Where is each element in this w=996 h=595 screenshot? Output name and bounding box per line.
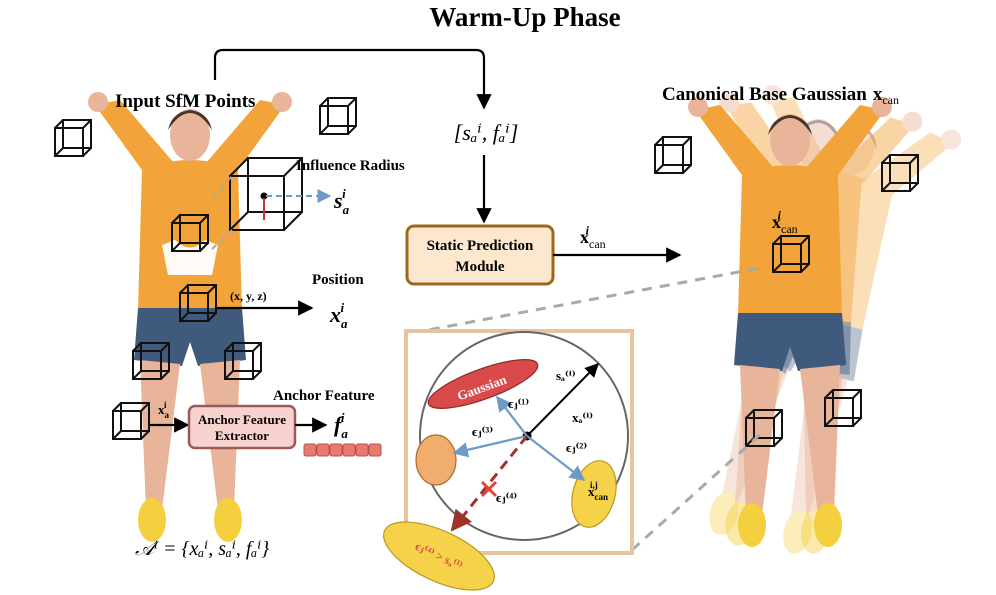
eps3-label: ϵⱼ⁽³⁾ [472, 424, 493, 439]
x-a-i-symbol: xai [329, 300, 348, 331]
anchor-feature-extractor-box [187, 404, 297, 450]
input-sfm-heading: Input SfM Points [115, 91, 255, 112]
influence-circle [419, 331, 629, 541]
eps1-arrow [496, 395, 528, 437]
anchor-set-formula: 𝒜ⁱ = {xₐⁱ, sₐⁱ, fₐⁱ} [135, 538, 269, 560]
wireframe-cube-icon [54, 119, 92, 157]
extractor-line2: Extractor [215, 428, 269, 443]
inset-xcan-label: xcani,j [588, 480, 608, 502]
diagram-title: Warm-Up Phase [429, 2, 620, 32]
bracket-input: [sₐⁱ, fₐⁱ] [454, 120, 519, 145]
gaussian-red-ellipse [427, 359, 539, 409]
module-line2: Module [455, 259, 505, 275]
right-x-can-label: xcani [772, 208, 798, 236]
position-label: Position [312, 272, 364, 288]
eps1-label: ϵⱼ⁽¹⁾ [508, 396, 529, 411]
zoom-dashed-line [411, 266, 761, 335]
reject-cross-icon [480, 480, 498, 498]
feature-vector [303, 443, 382, 457]
zoom-dashed-line [212, 175, 233, 199]
eps3-arrow [452, 434, 528, 458]
s-label: sₐ⁽ⁱ⁾ [556, 368, 576, 383]
anchor-feature-label: Anchor Feature [273, 388, 375, 404]
zoom-dashed-line [630, 428, 767, 552]
eps2-label: ϵⱼ⁽²⁾ [566, 440, 587, 455]
eps4-label: ϵⱼ⁽⁴⁾ [496, 490, 517, 505]
zoom-dashed-line [211, 229, 233, 250]
f-a-i-symbol: fai [334, 410, 348, 441]
xyz-label: (x, y, z) [230, 289, 267, 303]
orange-ellipse [415, 434, 457, 486]
module-line1: Static Prediction [427, 238, 534, 254]
static-prediction-module-box [405, 224, 555, 286]
eps2-arrow [526, 435, 586, 481]
left-human-figure [88, 92, 292, 542]
extractor-line1: Anchor Feature [198, 412, 286, 427]
x-label: xₐ⁽ⁱ⁾ [572, 410, 593, 425]
wireframe-cube-icon [654, 136, 692, 174]
influence-radius-cube [229, 157, 303, 231]
wireframe-cube-icon [319, 97, 357, 135]
influence-radius-label: Influence Radius [296, 158, 405, 174]
x-can-i-symbol: xcani [580, 223, 606, 251]
top-connector-arrow [213, 48, 492, 110]
eps4-rejected-arrow [450, 435, 529, 532]
shirt-emblem [162, 240, 218, 275]
input-x-symbol: xai [158, 400, 170, 420]
radius-arrow [526, 363, 599, 437]
rejected-gaussian-ellipse [383, 521, 495, 591]
s-a-i-symbol: sai [333, 186, 350, 217]
